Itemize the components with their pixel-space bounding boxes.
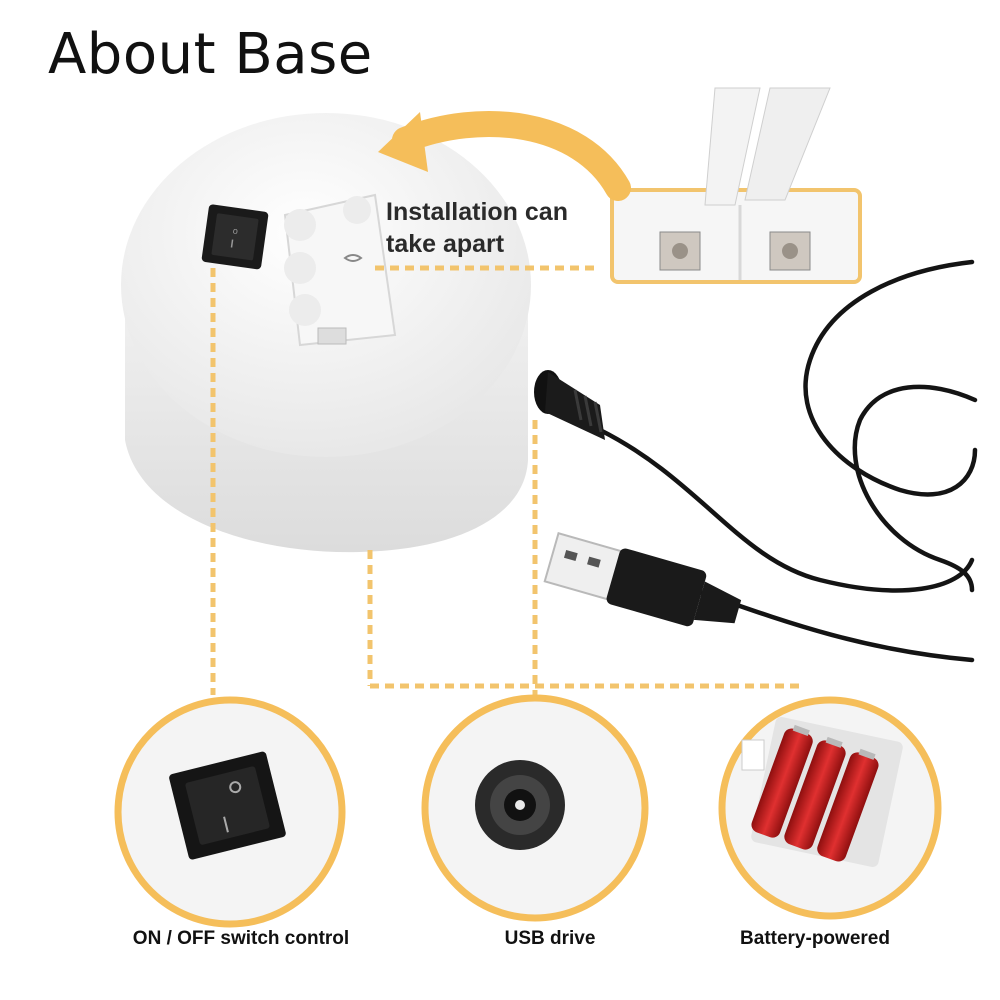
rocker-switch-icon [169,751,286,860]
switch-detail-circle [114,696,346,928]
page-title: About Base [48,22,373,87]
caption-usb: USB drive [504,928,596,949]
base-power-switch: o [201,204,269,270]
base-dc-plug [534,370,605,440]
detail-inset-photo [610,87,862,286]
usb-detail-circle [421,694,649,922]
caption-switch: ON / OFF switch control [132,928,350,949]
installation-callout: Installation can take apart [386,196,568,260]
callout-line-1: Installation can [386,198,568,226]
callout-line-2: take apart [386,230,505,258]
base-battery-slot [283,193,397,347]
battery-detail-circle [718,696,942,920]
svg-text:o: o [232,226,238,237]
caption-battery: Battery-powered [740,928,890,949]
dc-jack-icon [475,760,565,850]
callout-arrow [378,110,631,201]
battery-compartment-icon [741,717,903,867]
usb-a-plug [543,532,742,627]
dashed-guide-lines [210,265,805,695]
